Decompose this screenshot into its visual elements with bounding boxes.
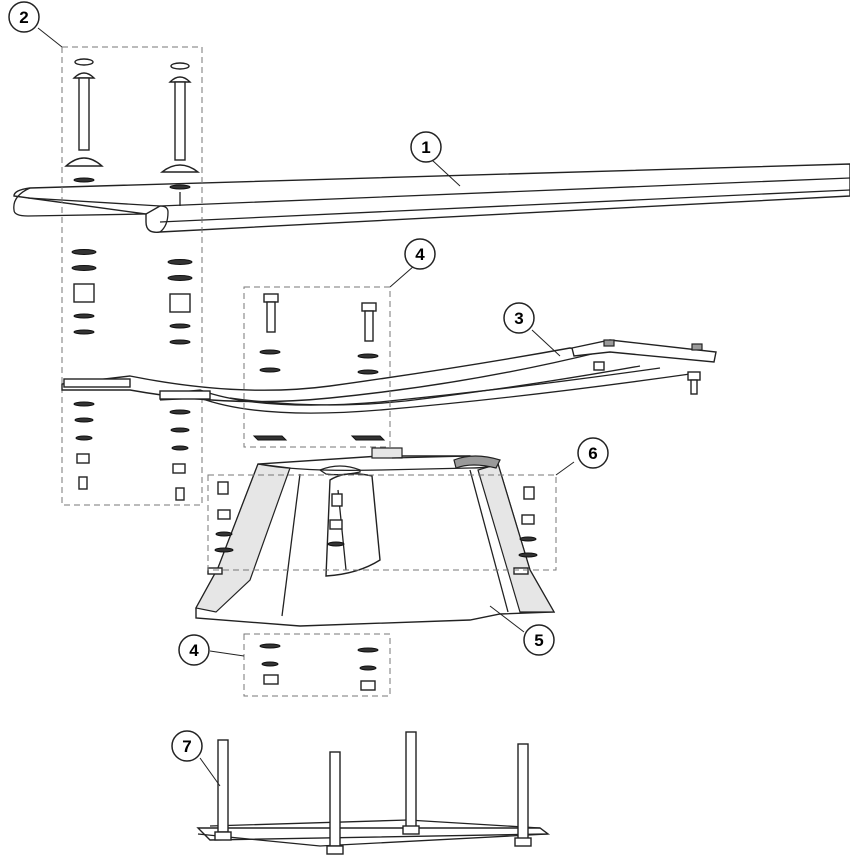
part-4-lower-nut-set	[243, 633, 391, 697]
callout-2: 2	[8, 1, 40, 33]
part-6-group-box	[207, 474, 557, 571]
callout-1-label: 1	[421, 138, 430, 157]
part-2-group-box	[61, 46, 203, 506]
part-6-bracket-hardware	[207, 474, 557, 571]
callout-3-label: 3	[514, 309, 523, 328]
callout-6: 6	[577, 437, 609, 469]
callout-6-label: 6	[588, 444, 597, 463]
callout-5-label: 5	[534, 631, 543, 650]
part-1-beam	[13, 163, 850, 233]
callout-4-lower-label: 4	[189, 641, 199, 660]
callout-3: 3	[503, 302, 535, 334]
callout-7: 7	[171, 730, 203, 762]
part-4-lower-group-box	[243, 633, 391, 697]
part-2-bolt-set	[61, 46, 203, 506]
callout-5: 5	[523, 624, 555, 656]
callout-4-upper: 4	[404, 238, 436, 270]
part-3-leaf-spring	[61, 339, 717, 414]
part-4-upper-group-box	[243, 286, 391, 448]
callout-leaders	[37, 27, 575, 787]
callout-4-upper-label: 4	[415, 245, 425, 264]
callout-1: 1	[410, 131, 442, 163]
part-7-anchor-frame	[196, 731, 551, 855]
callout-7-label: 7	[182, 737, 191, 756]
callout-2-label: 2	[19, 8, 28, 27]
callout-4-lower: 4	[178, 634, 210, 666]
part-4-upper-bolt-set	[243, 286, 391, 448]
